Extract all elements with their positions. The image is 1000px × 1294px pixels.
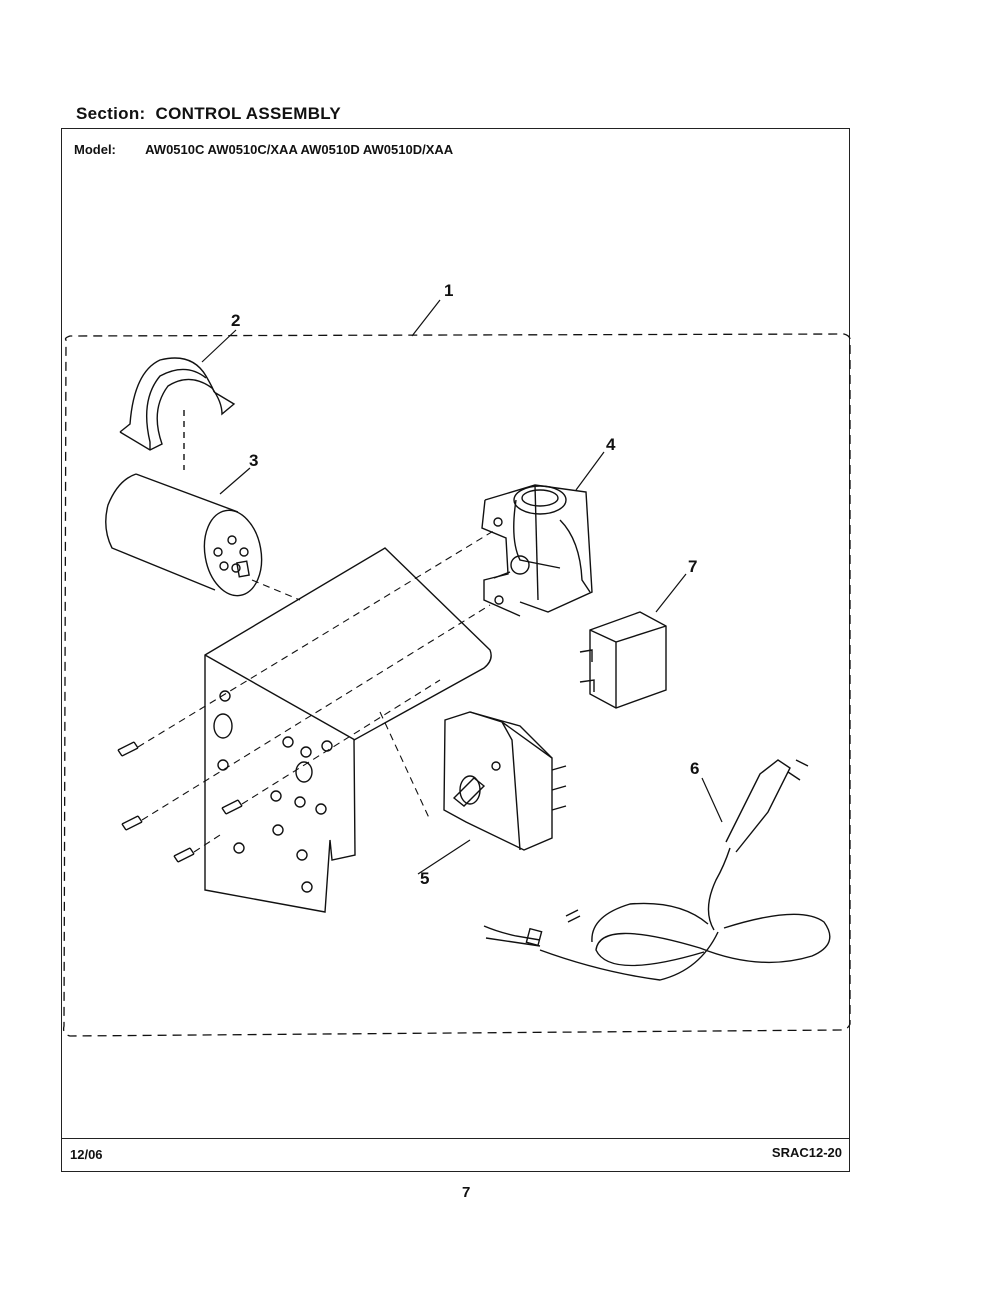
capacitor [105,473,263,597]
callout-3: 3 [249,451,258,470]
section-name: CONTROL ASSEMBLY [155,104,342,123]
model-line: Model: AW0510C AW0510C/XAA AW0510D AW051… [74,142,453,157]
power-cord [483,759,831,981]
page-number: 7 [462,1184,471,1201]
timer-motor [443,711,567,851]
thermostat [481,484,593,617]
mounting-bracket [204,547,492,913]
section-title: Section: CONTROL ASSEMBLY [76,104,341,124]
screws [117,741,243,863]
relay [579,611,667,709]
callout-4: 4 [606,435,616,454]
callout-7: 7 [688,557,697,576]
assembly-lines [137,529,496,853]
model-label: Model: [74,142,116,157]
model-numbers: AW0510C AW0510C/XAA AW0510D AW0510D/XAA [145,142,454,157]
assembly-boundary [62,333,852,1037]
footer-doc-number: SRAC12-20 [771,1145,842,1160]
leader-lines [201,299,723,875]
footer-divider [61,1138,850,1139]
callout-6: 6 [690,759,699,778]
capacitor-strap [119,357,236,470]
callout-1: 1 [444,281,453,300]
section-label: Section: [76,104,146,123]
callout-2: 2 [231,311,240,330]
callout-5: 5 [420,869,429,888]
footer-date: 12/06 [70,1147,103,1162]
